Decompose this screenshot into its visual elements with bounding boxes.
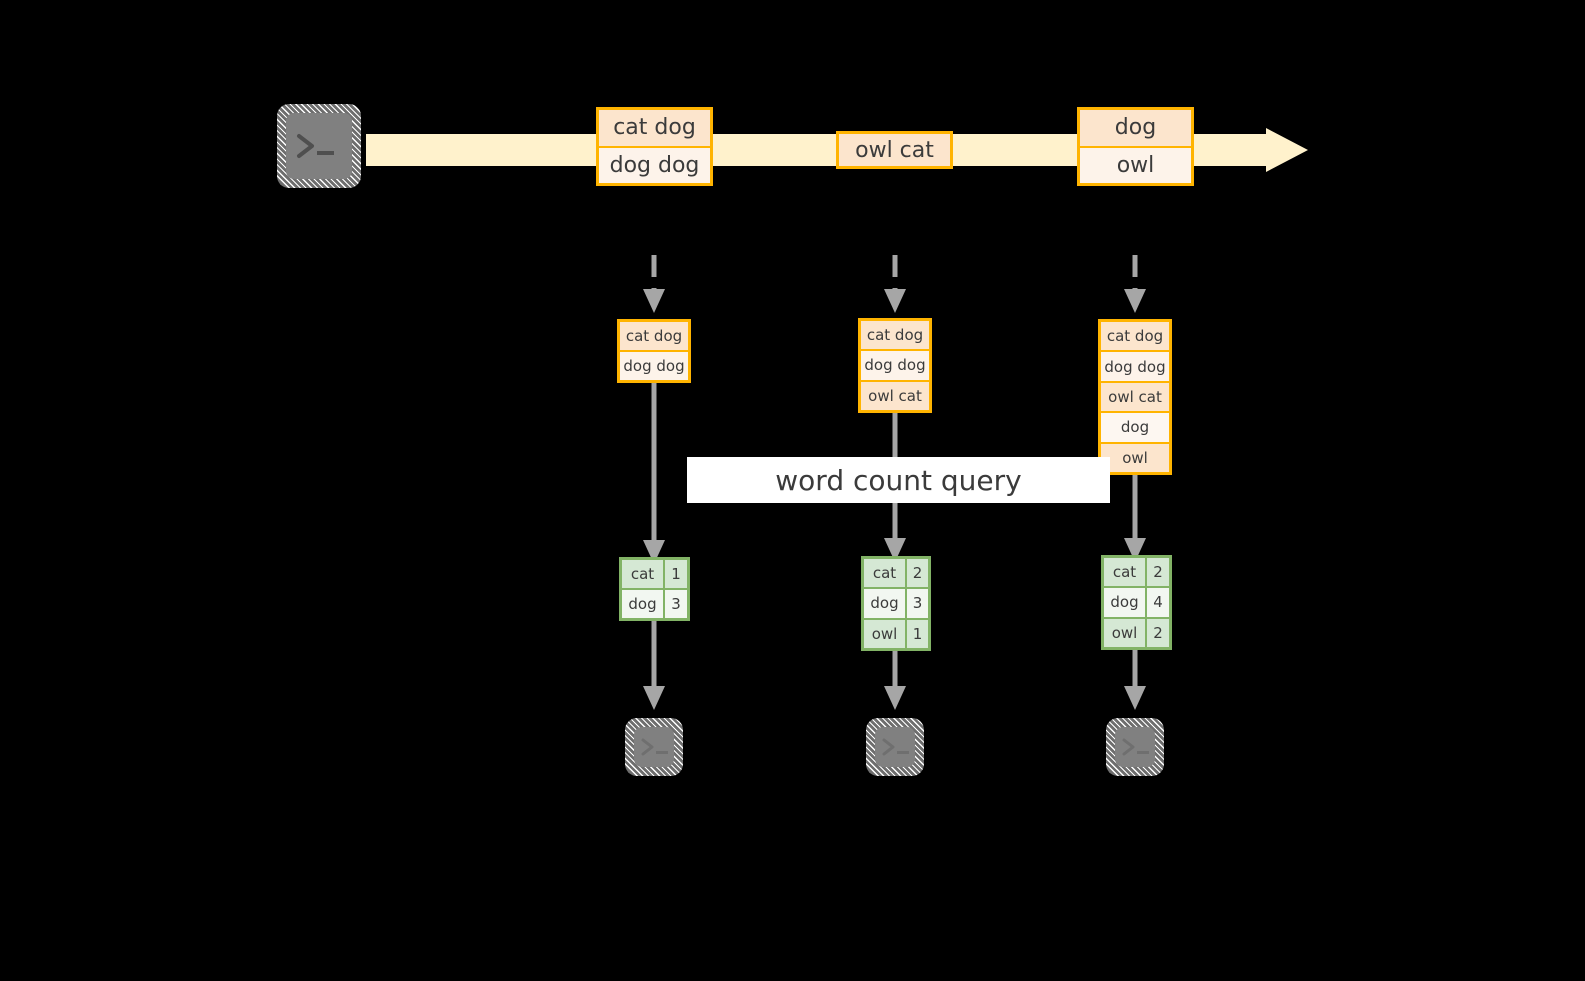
dashed-connector-2 <box>881 255 909 315</box>
table-row: dog 4 <box>1104 588 1169 619</box>
terminal-inner <box>634 727 674 767</box>
query-connector-3 <box>1121 473 1149 564</box>
terminal-prompt-icon <box>875 733 917 761</box>
table-row: owl 2 <box>1104 618 1169 647</box>
word-count-query-label: word count query <box>687 457 1110 503</box>
query-connector-1 <box>640 382 668 566</box>
output-connector-1 <box>640 620 668 712</box>
terminal-inner <box>875 727 915 767</box>
result-count: 2 <box>907 559 928 588</box>
snapshot-cell: dog dog <box>620 352 688 380</box>
snapshot-3[interactable]: cat dog dog dog owl cat dog owl <box>1098 319 1172 475</box>
source-terminal-icon <box>277 104 361 188</box>
table-row: dog 3 <box>864 589 928 620</box>
snapshot-cell: dog dog <box>1101 352 1169 383</box>
snapshot-cell: dog dog <box>861 351 929 382</box>
result-table-2[interactable]: cat 2 dog 3 owl 1 <box>861 556 931 651</box>
result-word: cat <box>622 560 665 588</box>
stream-event-cell: dog dog <box>599 147 710 183</box>
stream-event-cell: dog <box>1080 110 1191 148</box>
snapshot-cell: cat dog <box>861 321 929 352</box>
snapshot-cell: owl cat <box>1101 382 1169 414</box>
result-word: dog <box>864 589 907 618</box>
stream-event-3[interactable]: dog owl <box>1077 107 1194 186</box>
table-row: cat 2 <box>1104 558 1169 589</box>
snapshot-cell: cat dog <box>620 322 688 352</box>
word-count-query-text: word count query <box>775 463 1022 497</box>
result-count: 2 <box>1147 618 1169 647</box>
snapshot-2[interactable]: cat dog dog dog owl cat <box>858 318 932 413</box>
snapshot-1[interactable]: cat dog dog dog <box>617 319 691 383</box>
result-count: 1 <box>907 619 928 648</box>
result-count: 1 <box>665 560 687 588</box>
table-row: dog 3 <box>622 590 687 618</box>
result-count: 4 <box>1147 588 1169 617</box>
stream-event-cell: owl cat <box>839 134 950 166</box>
stream-event-2[interactable]: owl cat <box>836 131 953 169</box>
result-count: 3 <box>907 589 928 618</box>
sink-terminal-icon-3 <box>1106 718 1164 776</box>
table-row: owl 1 <box>864 619 928 648</box>
dashed-connector-1 <box>640 255 668 315</box>
stream-event-1[interactable]: cat dog dog dog <box>596 107 713 186</box>
dashed-connector-3 <box>1121 255 1149 315</box>
terminal-inner <box>286 113 352 179</box>
sink-terminal-icon-2 <box>866 718 924 776</box>
terminal-inner <box>1115 727 1155 767</box>
terminal-prompt-icon <box>634 733 676 761</box>
result-count: 3 <box>665 590 687 618</box>
result-table-1[interactable]: cat 1 dog 3 <box>619 557 690 621</box>
output-connector-3 <box>1121 649 1149 712</box>
result-table-3[interactable]: cat 2 dog 4 owl 2 <box>1101 555 1172 650</box>
result-word: owl <box>864 619 907 648</box>
output-connector-2 <box>881 650 909 712</box>
table-row: cat 1 <box>622 560 687 590</box>
result-word: dog <box>1104 588 1147 617</box>
snapshot-cell: dog <box>1101 413 1169 444</box>
stream-event-cell: cat dog <box>599 110 710 148</box>
result-word: dog <box>622 590 665 618</box>
result-count: 2 <box>1147 558 1169 587</box>
table-row: cat 2 <box>864 559 928 590</box>
snapshot-cell: cat dog <box>1101 322 1169 353</box>
sink-terminal-icon-1 <box>625 718 683 776</box>
terminal-prompt-icon <box>286 126 346 166</box>
snapshot-cell: owl <box>1101 443 1169 473</box>
stream-event-cell: owl <box>1080 147 1191 183</box>
snapshot-cell: owl cat <box>861 381 929 410</box>
terminal-prompt-icon <box>1115 733 1157 761</box>
result-word: owl <box>1104 618 1147 647</box>
result-word: cat <box>1104 558 1147 587</box>
result-word: cat <box>864 559 907 588</box>
